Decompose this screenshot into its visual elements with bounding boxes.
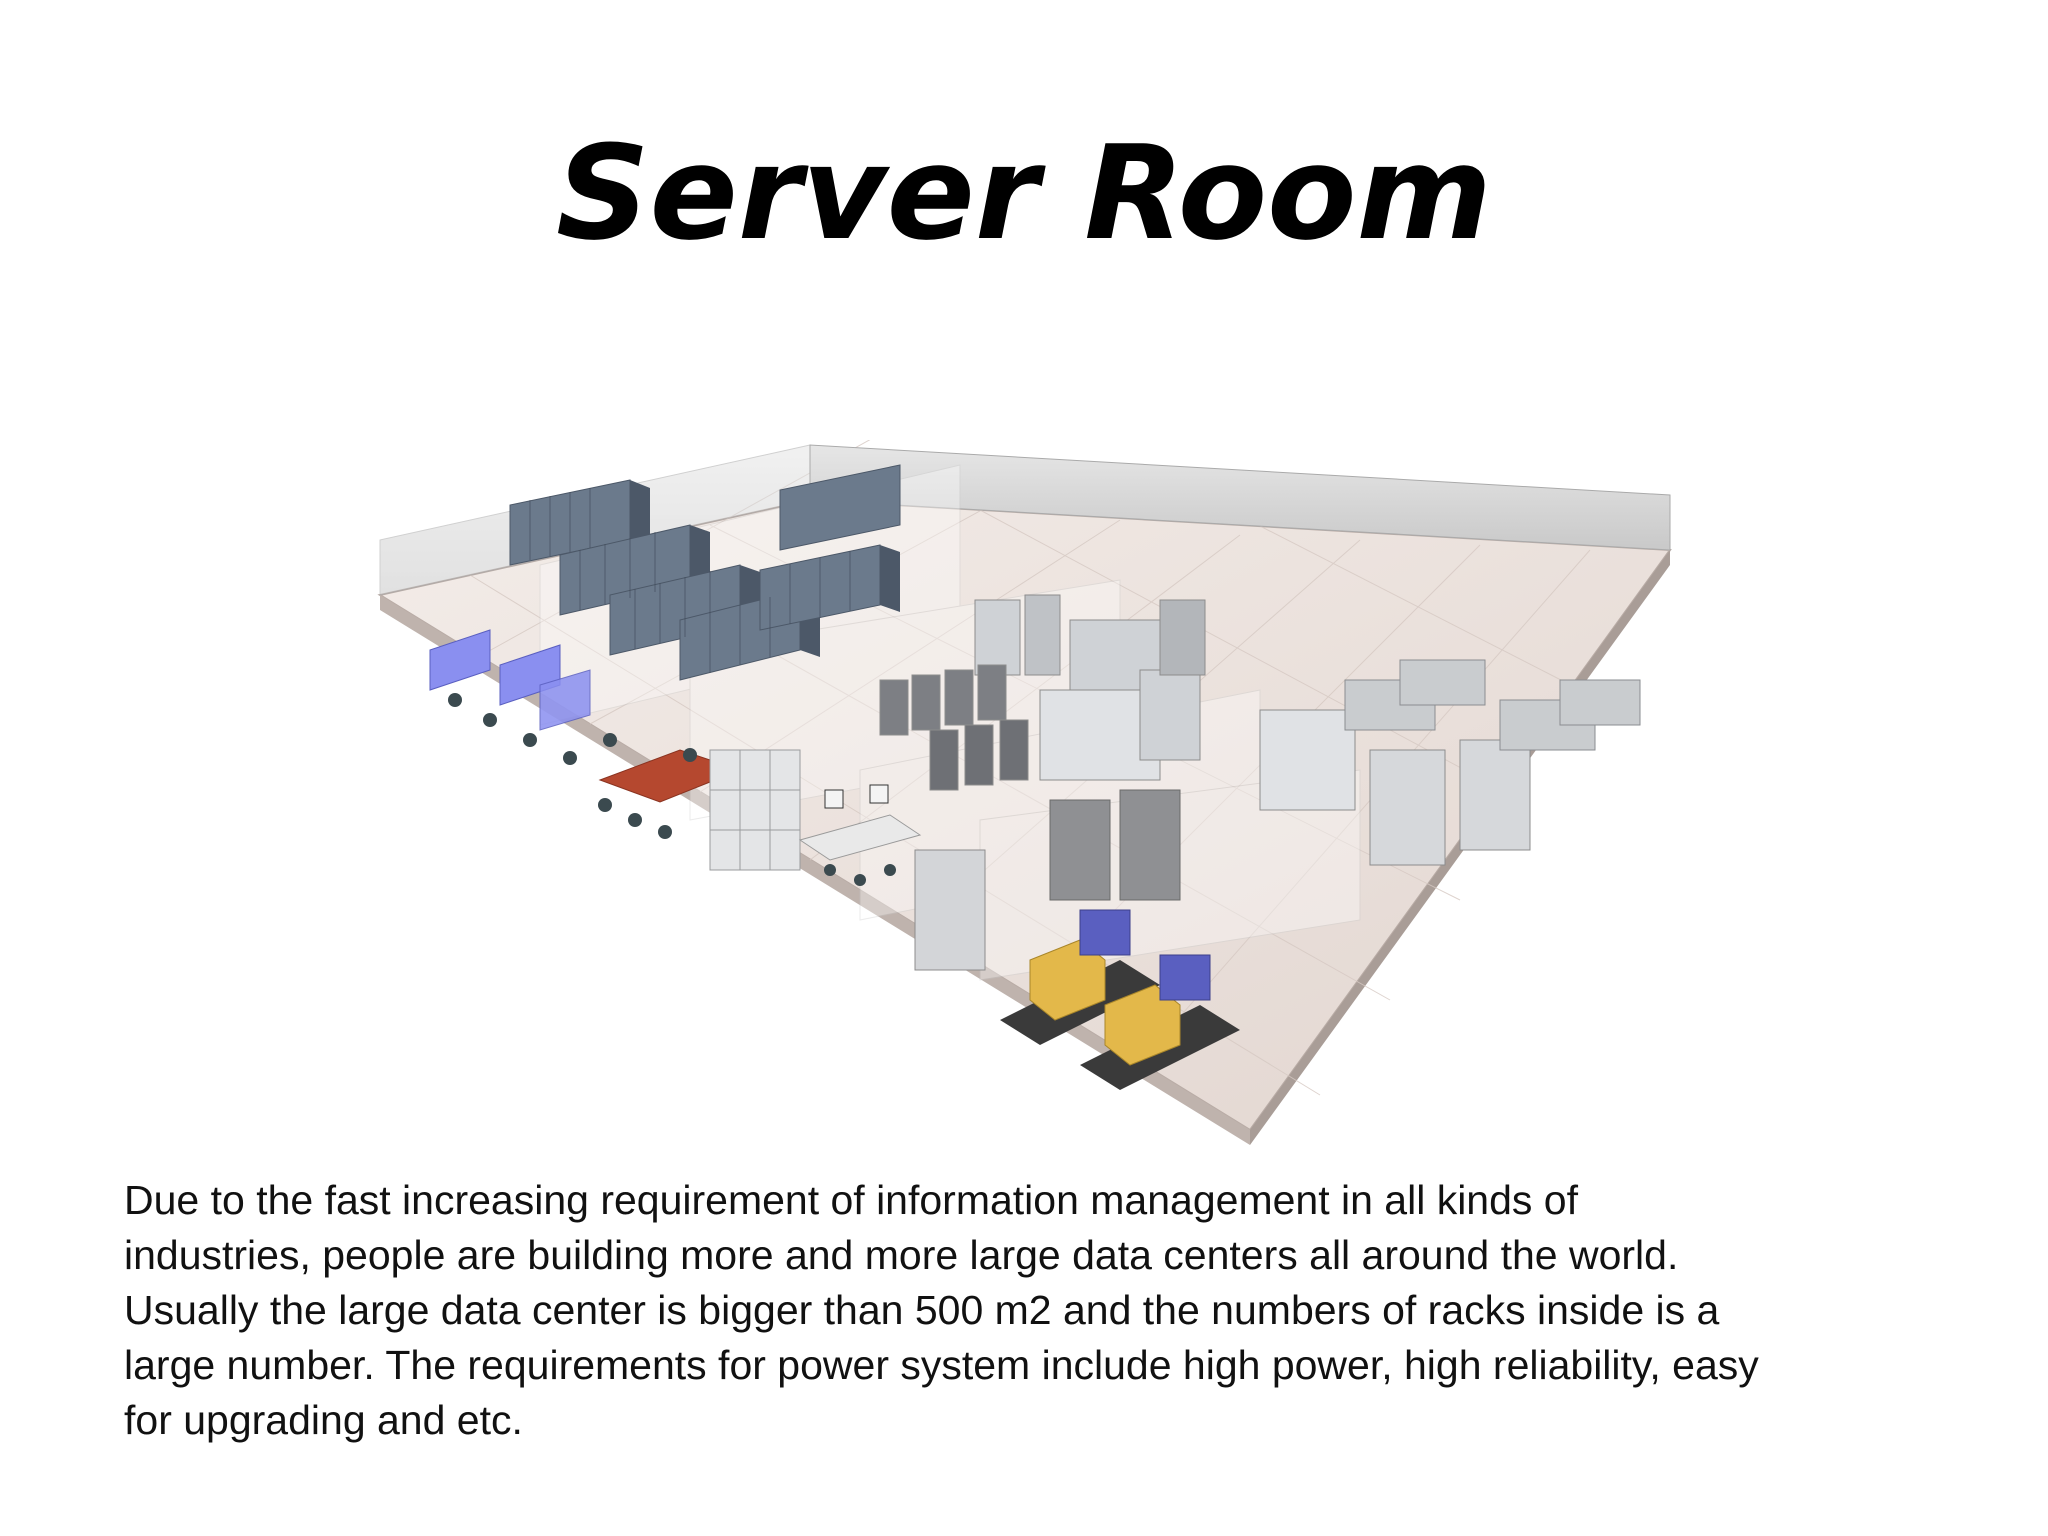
description-line: industries, people are building more and… <box>124 1232 1679 1278</box>
storage-shelves <box>709 749 801 871</box>
description-line: for upgrading and etc. <box>124 1397 523 1443</box>
battery-racks <box>1344 659 1641 751</box>
rack-row-6 <box>779 464 901 551</box>
slide-title: Server Room <box>556 117 1492 269</box>
description-line: Due to the fast increasing requirement o… <box>124 1177 1578 1223</box>
office-chairs <box>448 693 617 765</box>
monitoring-desk <box>798 784 922 886</box>
server-room-illustration <box>377 440 1672 1145</box>
generators <box>1000 909 1240 1090</box>
back-wall-right <box>809 444 1671 551</box>
description-line: large number. The requirements for power… <box>124 1342 1759 1388</box>
description-line: Usually the large data center is bigger … <box>124 1287 1720 1333</box>
server-racks <box>509 464 901 681</box>
equipment-cabinets <box>879 594 1531 866</box>
office-cubicles <box>429 629 617 765</box>
description-paragraph: Due to the fast increasing requirement o… <box>124 1173 1984 1448</box>
power-room <box>914 789 1240 1090</box>
